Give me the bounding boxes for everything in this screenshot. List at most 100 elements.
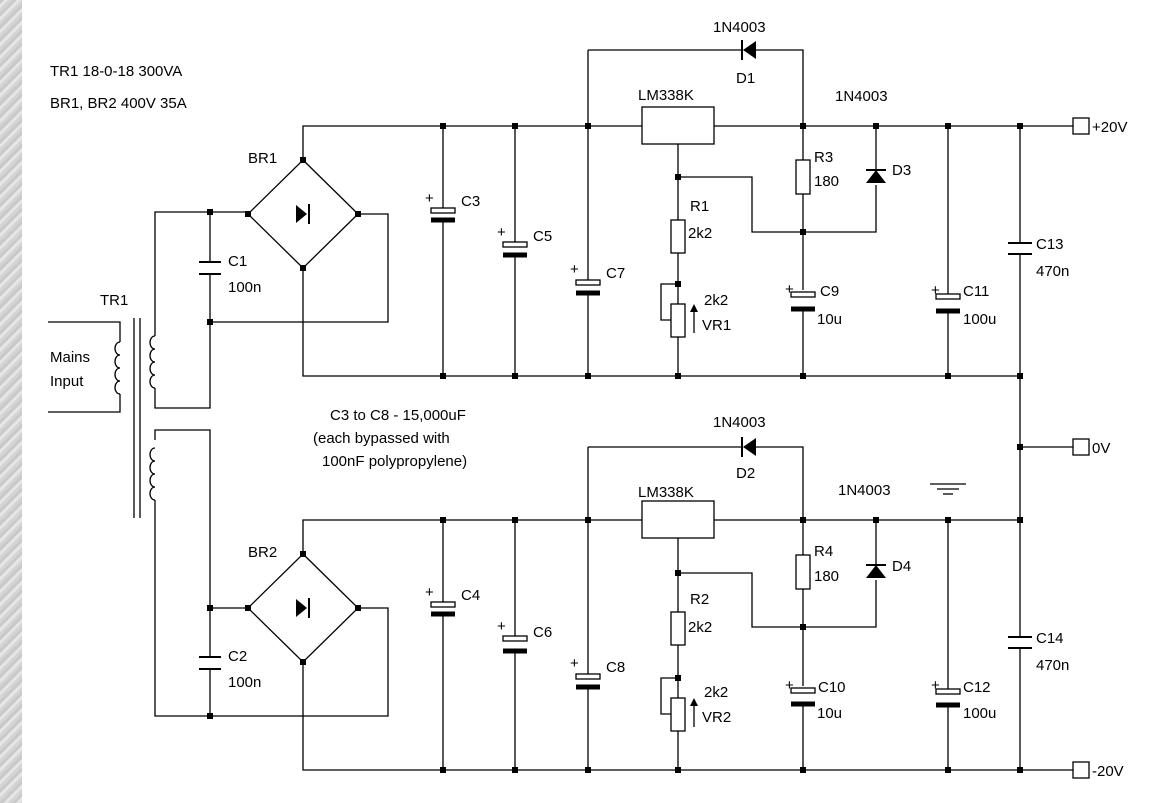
svg-text:C13: C13 xyxy=(1036,236,1064,253)
svg-text:D4: D4 xyxy=(892,558,911,575)
resistor-r3: R3 180 xyxy=(795,126,839,290)
svg-text:2k2: 2k2 xyxy=(704,684,728,701)
capacitor-c13: C13 470n xyxy=(1008,126,1069,376)
svg-text:R2: R2 xyxy=(690,591,709,608)
capacitor-c8: + C8 xyxy=(570,447,625,770)
svg-text:+: + xyxy=(785,281,794,298)
capacitor-c4: + C4 xyxy=(425,520,480,770)
svg-text:D1: D1 xyxy=(736,70,755,87)
svg-text:1N4003: 1N4003 xyxy=(713,19,766,36)
svg-text:1N4003: 1N4003 xyxy=(838,482,891,499)
regulator-lm338k-upper: LM338K xyxy=(638,87,715,145)
svg-text:VR2: VR2 xyxy=(702,709,731,726)
capacitor-c11: + C11 100u xyxy=(931,126,996,376)
svg-text:2k2: 2k2 xyxy=(704,292,728,309)
br1-label: BR1 xyxy=(248,150,277,167)
svg-text:1N4003: 1N4003 xyxy=(713,414,766,431)
svg-text:C14: C14 xyxy=(1036,630,1064,647)
svg-text:470n: 470n xyxy=(1036,263,1069,280)
svg-text:100u: 100u xyxy=(963,705,996,722)
potentiometer-vr1: 2k2 VR1 xyxy=(660,283,731,338)
svg-text:C6: C6 xyxy=(533,624,552,641)
upper-rectifier-section: C1 100n BR1 + C3 xyxy=(154,19,1073,409)
terminal-neg-20v: -20V xyxy=(1072,761,1124,780)
svg-text:2k2: 2k2 xyxy=(688,225,712,242)
svg-text:+: + xyxy=(931,677,940,694)
transformer-tr1: TR1 Mains Input xyxy=(48,292,156,518)
svg-text:-20V: -20V xyxy=(1092,763,1124,780)
svg-text:R4: R4 xyxy=(814,543,833,560)
svg-text:+: + xyxy=(785,677,794,694)
svg-text:C1: C1 xyxy=(228,253,247,270)
mains-input-label-1: Mains xyxy=(50,349,90,366)
svg-text:100u: 100u xyxy=(963,311,996,328)
svg-text:100n: 100n xyxy=(228,674,261,691)
bridge-rectifier-br2: BR2 xyxy=(247,544,359,663)
svg-text:D3: D3 xyxy=(892,162,911,179)
svg-text:1N4003: 1N4003 xyxy=(835,88,888,105)
br2-label: BR2 xyxy=(248,544,277,561)
capacitor-c9: + C9 10u xyxy=(785,281,842,376)
svg-text:+: + xyxy=(497,224,506,241)
svg-text:LM338K: LM338K xyxy=(638,87,694,104)
svg-text:C4: C4 xyxy=(461,587,480,604)
svg-text:180: 180 xyxy=(814,568,839,585)
svg-text:C8: C8 xyxy=(606,659,625,676)
diode-d1: 1N4003 D1 xyxy=(588,19,804,126)
svg-text:+: + xyxy=(570,261,579,278)
svg-text:C7: C7 xyxy=(606,265,625,282)
common-ground-section xyxy=(930,376,1073,520)
lower-rectifier-section: C2 100n BR2 + C4 xyxy=(154,414,1073,771)
svg-text:+: + xyxy=(425,190,434,207)
transformer-note: TR1 18-0-18 300VA xyxy=(50,63,182,80)
svg-text:C11: C11 xyxy=(963,283,989,300)
svg-text:R1: R1 xyxy=(690,198,709,215)
capacitor-c3: + C3 xyxy=(425,126,480,376)
terminal-pos-20v: +20V xyxy=(1072,117,1127,136)
svg-text:+20V: +20V xyxy=(1092,119,1127,136)
svg-text:0V: 0V xyxy=(1092,440,1110,457)
terminal-0v: 0V xyxy=(1072,438,1110,457)
caps-note-line-3: 100nF polypropylene) xyxy=(322,453,467,470)
svg-text:C9: C9 xyxy=(820,283,839,300)
resistor-r2: R2 2k2 xyxy=(670,591,712,646)
capacitor-c14: C14 470n xyxy=(1008,520,1069,770)
caps-note-line-2: (each bypassed with xyxy=(313,430,450,447)
svg-text:R3: R3 xyxy=(814,149,833,166)
svg-text:470n: 470n xyxy=(1036,657,1069,674)
svg-text:C12: C12 xyxy=(963,679,991,696)
svg-text:C2: C2 xyxy=(228,648,247,665)
svg-text:C3: C3 xyxy=(461,193,480,210)
resistor-r1: R1 2k2 xyxy=(670,198,712,254)
potentiometer-vr2: 2k2 VR2 xyxy=(660,677,731,732)
svg-text:LM338K: LM338K xyxy=(638,484,694,501)
capacitor-c7: + C7 xyxy=(570,50,625,376)
bridge-rectifier-br1: BR1 xyxy=(247,150,359,269)
tr1-label: TR1 xyxy=(100,292,128,309)
resistor-r4: R4 180 xyxy=(795,520,839,686)
capacitor-c2: C2 100n xyxy=(199,648,261,691)
diode-d3: 1N4003 D3 xyxy=(835,88,911,183)
diode-d2: 1N4003 D2 xyxy=(588,414,804,520)
svg-text:2k2: 2k2 xyxy=(688,619,712,636)
capacitor-c5: + C5 xyxy=(497,126,552,376)
svg-text:180: 180 xyxy=(814,173,839,190)
capacitor-c12: + C12 100u xyxy=(931,520,996,770)
svg-text:+: + xyxy=(425,584,434,601)
caps-note-line-1: C3 to C8 - 15,000uF xyxy=(330,407,466,424)
svg-text:+: + xyxy=(931,282,940,299)
textured-left-border xyxy=(0,0,22,803)
ground-symbol xyxy=(930,483,966,495)
capacitor-c10: + C10 10u xyxy=(785,677,846,770)
diode-d4: 1N4003 D4 xyxy=(838,482,911,578)
svg-text:100n: 100n xyxy=(228,279,261,296)
svg-text:D2: D2 xyxy=(736,465,755,482)
svg-text:+: + xyxy=(497,618,506,635)
mains-input-label-2: Input xyxy=(50,373,84,390)
svg-text:10u: 10u xyxy=(817,311,842,328)
svg-text:10u: 10u xyxy=(817,705,842,722)
junction-dots xyxy=(207,123,1023,773)
bridge-note: BR1, BR2 400V 35A xyxy=(50,95,187,112)
